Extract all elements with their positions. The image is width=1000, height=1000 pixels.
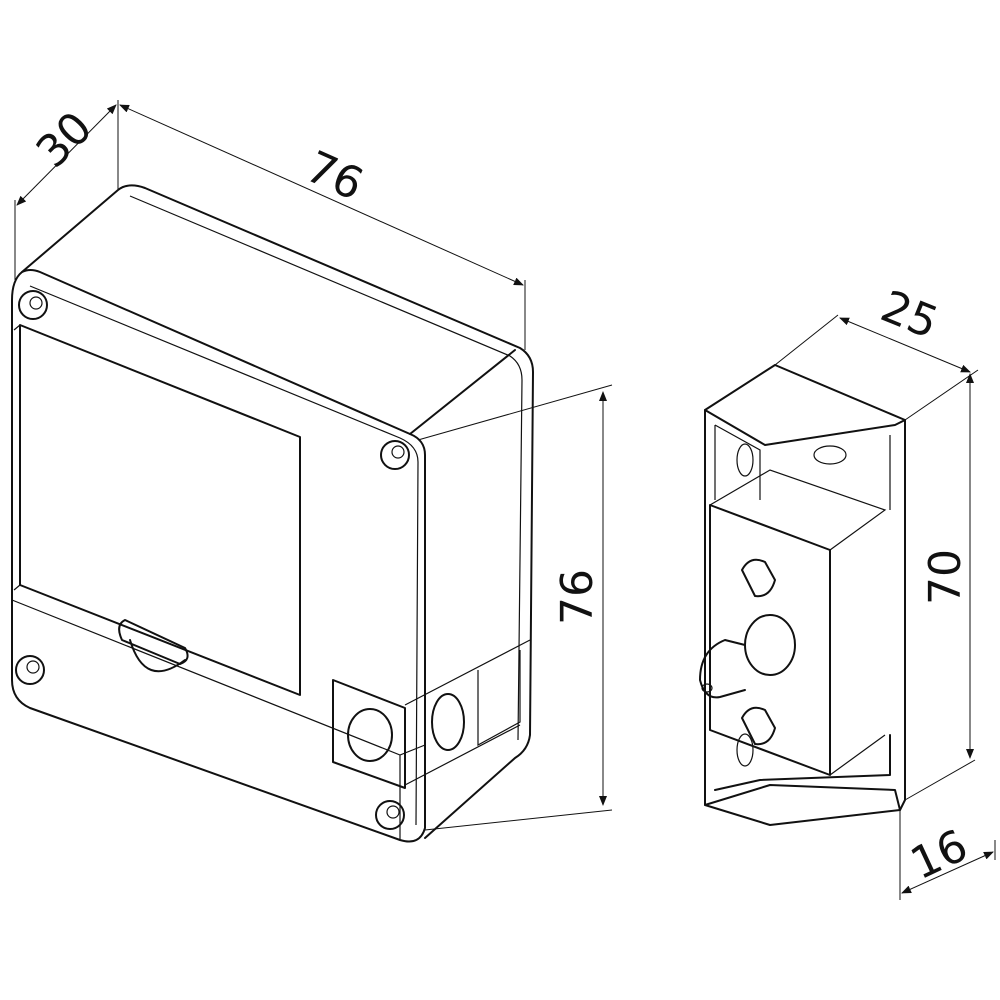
lid-window	[19, 324, 301, 696]
dim-label-box-height: 76	[552, 569, 603, 625]
screw-icons	[15, 290, 410, 830]
lock-box	[11, 184, 534, 843]
dim-label-strike-depth: 16	[903, 820, 975, 890]
latch	[129, 639, 186, 673]
dimension-lines	[14, 100, 996, 900]
dim-label-strike-width: 25	[874, 281, 945, 349]
cable-gland	[332, 679, 406, 789]
dim-label-box-depth: 30	[27, 102, 103, 178]
dim-label-box-width: 76	[299, 141, 371, 210]
dim-label-strike-height: 70	[920, 549, 971, 605]
strike-plate	[699, 364, 906, 826]
strike-bolt	[744, 614, 796, 676]
